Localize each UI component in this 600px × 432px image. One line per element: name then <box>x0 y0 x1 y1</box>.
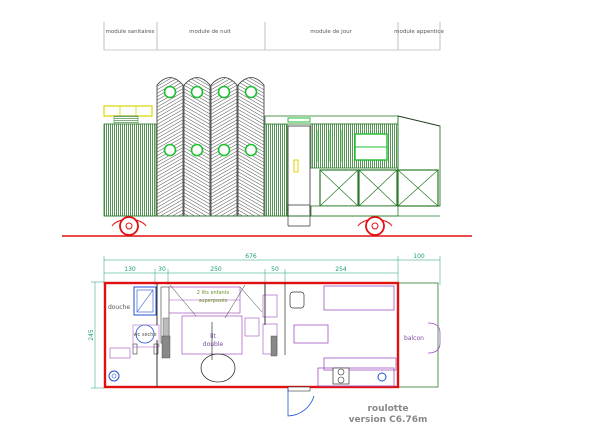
balcony-area <box>397 282 439 388</box>
room-label-balcon: balcon <box>404 335 424 342</box>
module-label-nuit: module de nuit <box>189 29 231 35</box>
wheel-right <box>357 216 393 236</box>
dimension-lines: 676 100 130 30 250 50 254 245 <box>88 253 441 389</box>
day-module <box>264 115 399 227</box>
dim-depth: 245 <box>88 329 95 341</box>
hob-icon <box>337 368 345 376</box>
porthole <box>163 143 177 157</box>
wheel-left <box>111 216 147 236</box>
room-label-enfants-sub: superposés <box>199 297 228 304</box>
room-label-enfants: 2 lits enfants <box>197 290 230 296</box>
dim-segment-4: 50 <box>271 266 279 273</box>
floor-plan: balcon douche wc sèche 2 lits enfants su… <box>103 281 441 417</box>
caption-line-2: version C6.76m <box>349 415 428 425</box>
porthole <box>244 143 258 157</box>
dim-total: 676 <box>245 253 257 260</box>
bench-bottom <box>323 357 397 371</box>
porthole <box>190 85 204 99</box>
dim-segment-2: 30 <box>158 266 166 273</box>
dining-table <box>293 324 329 344</box>
elevation-view <box>62 77 472 237</box>
sink-icon <box>377 372 387 382</box>
dim-segment-1: 130 <box>124 266 136 273</box>
appentice-module <box>397 115 441 207</box>
module-label-jour: module de jour <box>310 29 352 35</box>
module-label-sanitaires: module sanitaires <box>105 29 154 35</box>
porthole <box>163 85 177 99</box>
dim-segment-3: 250 <box>210 266 222 273</box>
kitchen-counter <box>317 367 395 387</box>
elevation-door <box>287 125 311 217</box>
porthole <box>190 143 204 157</box>
porthole <box>244 85 258 99</box>
floor-door <box>287 386 311 392</box>
porthole <box>217 143 231 157</box>
room-label-wc: wc sèche <box>133 331 156 338</box>
porthole <box>217 85 231 99</box>
room-label-douche: douche <box>108 304 130 311</box>
floor-outline <box>103 281 400 389</box>
dim-segment-5: 254 <box>335 266 347 273</box>
module-header: module sanitaires module de nuit module … <box>103 22 444 51</box>
dim-extension: 100 <box>413 253 425 260</box>
bench-top <box>323 285 395 311</box>
module-label-appentice: module appentice <box>394 29 444 35</box>
sanitary-module-wall <box>103 123 157 217</box>
room-label-double-1: lit <box>210 333 216 340</box>
caption-line-1: roulotte <box>367 404 408 414</box>
night-module-panels <box>156 77 265 217</box>
room-label-double-2: double <box>203 341 224 348</box>
round-table <box>200 353 236 383</box>
solar-panel <box>103 105 153 117</box>
